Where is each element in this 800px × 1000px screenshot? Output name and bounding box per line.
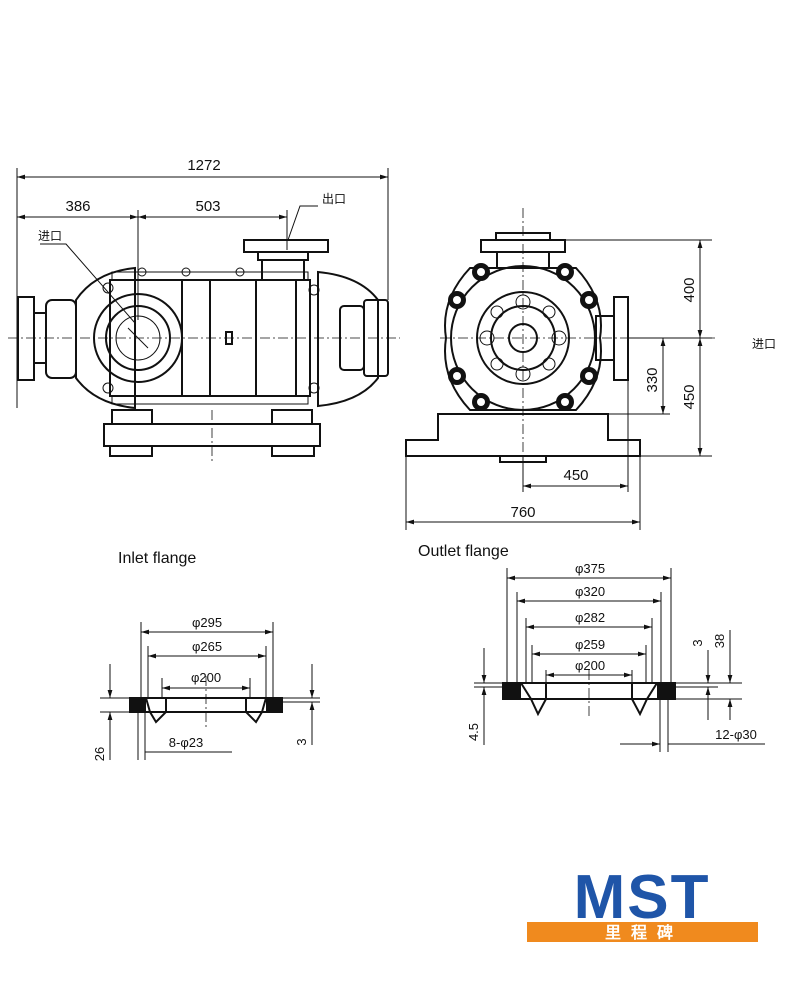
dim-400: 400 — [681, 277, 698, 302]
inlet-label: 进口 — [38, 229, 62, 243]
inlet-flange-title: Inlet flange — [118, 550, 196, 567]
outlet-dia-282: φ282 — [575, 610, 605, 625]
logo-bar — [527, 922, 758, 942]
outlet-thickness: 38 — [712, 634, 727, 648]
outlet-dia-375: φ375 — [575, 561, 605, 576]
logo-text: MST — [574, 863, 711, 932]
dim-760: 760 — [510, 504, 535, 521]
end-view: 400 450 330 进口 450 760 — [405, 208, 776, 530]
outlet-flange-drawing: Outlet flange φ375 φ320 φ282 φ259 φ200 — [418, 543, 765, 752]
outlet-dia-200: φ200 — [575, 658, 605, 673]
end-view-inlet-label: 进口 — [752, 337, 776, 351]
inlet-dia-265: φ265 — [192, 639, 222, 654]
inlet-raised: 3 — [294, 738, 309, 745]
inlet-dia-295: φ295 — [192, 615, 222, 630]
inlet-holes: 8-φ23 — [169, 735, 203, 750]
dim-503: 503 — [195, 198, 220, 215]
dim-450-vertical: 450 — [681, 384, 698, 409]
inlet-flange-drawing: Inlet flange φ295 φ265 φ200 8-φ23 26 — [92, 550, 320, 761]
outlet-raised: 3 — [690, 639, 705, 646]
mst-logo: MST 里程碑 — [527, 863, 758, 942]
logo-subtitle: 里程碑 — [605, 923, 683, 942]
dim-450-horizontal: 450 — [563, 467, 588, 484]
outlet-flange-title: Outlet flange — [418, 543, 509, 560]
inlet-thickness: 26 — [92, 747, 107, 761]
dim-330: 330 — [644, 367, 661, 392]
dim-386: 386 — [65, 198, 90, 215]
outlet-dia-259: φ259 — [575, 637, 605, 652]
inlet-dia-200: φ200 — [191, 670, 221, 685]
side-view: 1272 386 503 出口 进口 — [8, 157, 400, 462]
dim-1272: 1272 — [187, 157, 220, 174]
outlet-holes: 12-φ30 — [715, 727, 757, 742]
outlet-bottom: 4.5 — [466, 723, 481, 741]
outlet-label: 出口 — [322, 192, 346, 206]
outlet-dia-320: φ320 — [575, 584, 605, 599]
